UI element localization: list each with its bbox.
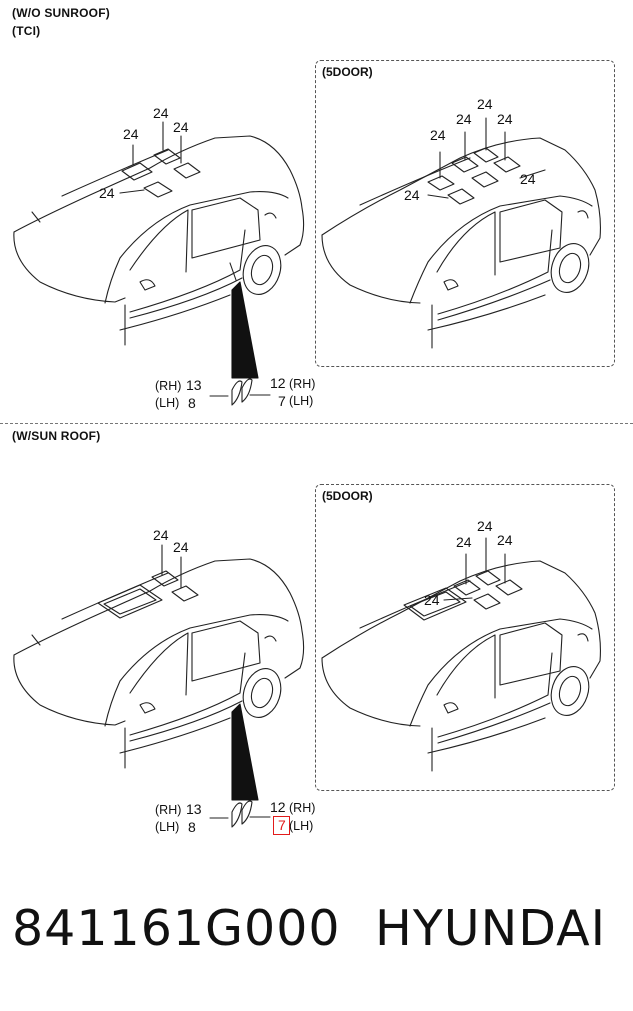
callout-lh-left: (LH) xyxy=(155,820,180,834)
callout-lh-right: (LH) xyxy=(289,819,314,833)
callout-rh-right: (RH) xyxy=(289,377,316,391)
hatchback-box-bottom: (5DOOR) xyxy=(315,484,615,791)
part-label-7-highlighted: 7 xyxy=(278,817,286,833)
part-label-24: 24 xyxy=(153,105,169,121)
box-title-5door: (5DOOR) xyxy=(322,489,373,503)
part-number: 841161G000 xyxy=(12,900,341,957)
part-label-13: 13 xyxy=(186,801,202,817)
part-label-12: 12 xyxy=(270,799,286,815)
callout-rh-left: (RH) xyxy=(155,803,182,817)
part-label-24: 24 xyxy=(456,111,472,127)
part-label-24: 24 xyxy=(123,126,139,142)
section-subtitle-tci: (TCI) xyxy=(12,24,41,38)
part-label-7: 7 xyxy=(278,393,286,409)
callout-lh-left: (LH) xyxy=(155,396,180,410)
part-label-13: 13 xyxy=(186,377,202,393)
part-label-24: 24 xyxy=(153,527,169,543)
part-label-24: 24 xyxy=(99,185,115,201)
sedan-illustration-bottom xyxy=(13,544,305,769)
part-label-24: 24 xyxy=(404,187,420,203)
part-label-24: 24 xyxy=(497,532,513,548)
section-title-sunroof: (W/SUN ROOF) xyxy=(12,429,101,443)
callout-rh-right: (RH) xyxy=(289,801,316,815)
hatchback-illustration-top xyxy=(321,117,601,349)
part-label-24: 24 xyxy=(173,119,189,135)
hatchback-box-top: (5DOOR) xyxy=(315,60,615,367)
hatchback-illustration-bottom xyxy=(321,537,601,772)
callout-lh-right: (LH) xyxy=(289,394,314,408)
part-label-24: 24 xyxy=(477,518,493,534)
brand-name: HYUNDAI xyxy=(375,900,607,957)
section-title-no-sunroof: (W/O SUNROOF) xyxy=(12,6,110,20)
box-title-5door: (5DOOR) xyxy=(322,65,373,79)
part-label-12: 12 xyxy=(270,375,286,391)
sedan-illustration-top xyxy=(13,121,305,346)
callout-rh-left: (RH) xyxy=(155,379,182,393)
part-label-24: 24 xyxy=(430,127,446,143)
part-label-24: 24 xyxy=(520,171,536,187)
part-label-24: 24 xyxy=(173,539,189,555)
parts-diagram-drawing xyxy=(13,117,601,828)
part-label-24: 24 xyxy=(477,96,493,112)
section-divider xyxy=(0,423,633,424)
part-label-8: 8 xyxy=(188,395,196,411)
callout-lines-bottom xyxy=(209,703,271,828)
callout-lines-top xyxy=(209,281,271,406)
highlighted-part-box[interactable] xyxy=(273,816,290,835)
part-label-24: 24 xyxy=(497,111,513,127)
part-label-24: 24 xyxy=(456,534,472,550)
part-label-8: 8 xyxy=(188,819,196,835)
part-label-24: 24 xyxy=(424,592,440,608)
